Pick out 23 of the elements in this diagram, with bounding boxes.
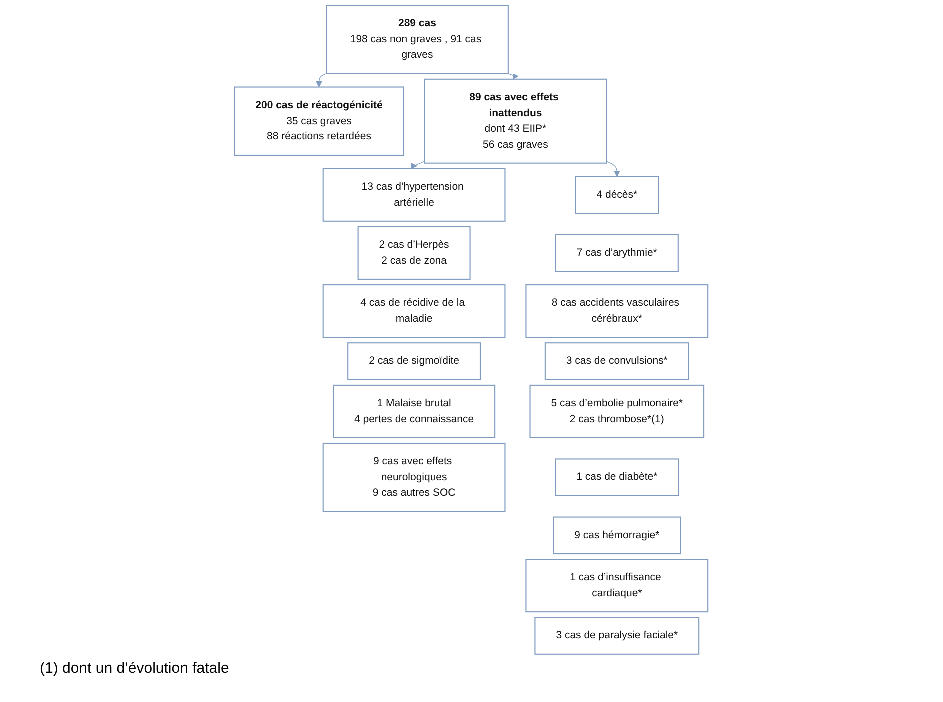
node-box: 3 cas de paralysie faciale* <box>534 617 700 655</box>
footnote: (1) dont un d’évolution fatale <box>40 660 230 677</box>
node-box: 89 cas avec effets inattendus dont 43 EIIP* 56 cas graves <box>424 78 608 164</box>
node-box: 3 cas de convulsions* <box>545 342 690 380</box>
node-box: 289 cas 198 cas non graves , 91 cas graves <box>326 5 510 74</box>
node-box: 4 cas de récidive de la maladie <box>322 284 506 338</box>
node-box: 2 cas d’Herpès 2 cas de zona <box>358 226 471 280</box>
node-box: 1 cas de diabète* <box>555 458 680 496</box>
node-box: 1 cas d’insuffisance cardiaque* <box>526 559 709 613</box>
arrow <box>508 72 519 79</box>
arrow <box>606 161 620 178</box>
node-box: 2 cas de sigmoïdite <box>348 342 482 380</box>
node-box: 13 cas d’hypertension artérielle <box>322 168 506 222</box>
node-box: 5 cas d’embolie pulmonaire* 2 cas thrombose*(1) <box>530 384 705 438</box>
node-box: 4 décès* <box>575 176 660 214</box>
node-box: 9 cas avec effets neurologiques 9 cas autres SOC <box>322 442 506 512</box>
node-box: 200 cas de réactogénicité 35 cas graves 88 réactions retardées <box>234 86 404 156</box>
arrow <box>316 73 328 88</box>
node-box: 7 cas d’arythmie* <box>556 234 680 272</box>
node-box: 9 cas hémorragie* <box>553 516 682 555</box>
node-box: 1 Malaise brutal 4 pertes de connaissance <box>333 384 496 438</box>
node-box: 8 cas accidents vasculaires cérébraux* <box>526 284 709 338</box>
arrow <box>412 161 426 168</box>
